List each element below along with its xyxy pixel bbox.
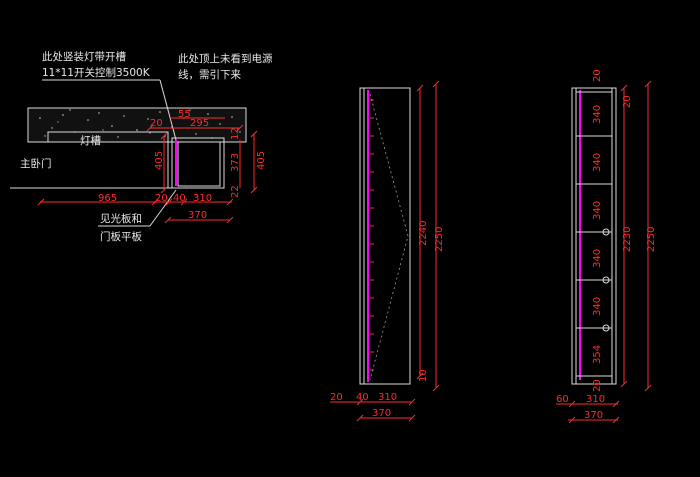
- side-dim-20: 20: [330, 392, 343, 403]
- front-dim-340-4: 340: [592, 249, 603, 268]
- plan-dim-ticks: [37, 124, 258, 224]
- front-dim-20-bot: 20: [592, 379, 603, 392]
- dim-2240: 2240: [418, 221, 429, 246]
- front-dim-20b: 20: [622, 95, 633, 108]
- front-dim-340-3: 340: [592, 201, 603, 220]
- side-dim-ticks: [356, 80, 440, 422]
- side-tick-marks: [370, 99, 374, 371]
- cabinet-plan-inner: [177, 141, 221, 187]
- front-dim-ticks: [568, 80, 652, 424]
- dim-20b: 20: [155, 193, 168, 204]
- dim-965: 965: [98, 193, 117, 204]
- dim-295: 295: [190, 118, 209, 129]
- door-swing-line: [369, 93, 409, 381]
- front-dim-370: 370: [584, 410, 603, 421]
- master-door-label: 主卧门: [20, 157, 52, 170]
- plan-view: 灯槽 主卧门 此处竖装灯带开槽 11*11开关控制3500K 此处顶上未看到电源…: [10, 50, 273, 243]
- dim-40: 40: [173, 193, 186, 204]
- dim-405b: 405: [256, 151, 267, 170]
- front-dim-354: 354: [592, 345, 603, 364]
- side-dim-40: 40: [356, 392, 369, 403]
- front-dim-60: 60: [556, 394, 569, 405]
- front-dim-340-2: 340: [592, 153, 603, 172]
- side-dim-310: 310: [378, 392, 397, 403]
- switch-note: 11*11开关控制3500K: [42, 66, 151, 79]
- shelf-pin-circles: [602, 228, 610, 332]
- vertical-strip-note: 此处竖装灯带开槽: [42, 50, 126, 63]
- dim-20: 20: [150, 118, 163, 129]
- dim-12: 12: [230, 127, 241, 140]
- lamp-slot-label: 灯槽: [80, 135, 101, 147]
- dim-310: 310: [193, 193, 212, 204]
- front-cabinet-outline: [571, 87, 617, 385]
- dim-370: 370: [188, 210, 207, 221]
- dim-55: 55: [178, 109, 191, 120]
- front-dim-2230: 2230: [622, 227, 633, 252]
- power-note-2: 线，需引下来: [178, 68, 241, 81]
- front-dim-310: 310: [586, 394, 605, 405]
- lamp-slot-outline: [47, 131, 169, 142]
- front-dim-2250: 2250: [646, 227, 657, 252]
- front-dim-340-5: 340: [592, 297, 603, 316]
- cabinet-plan: [171, 137, 225, 189]
- front-dim-340-1: 340: [592, 105, 603, 124]
- dim-2250: 2250: [434, 227, 445, 252]
- note-leader: [159, 79, 177, 141]
- shelf-lines: [576, 91, 612, 377]
- side-dim-370: 370: [372, 408, 391, 419]
- front-elevation: 20 340 340 340 340 340 354 20 20 2230 22…: [556, 69, 657, 424]
- visible-panel-note-2: 门板平板: [100, 230, 142, 243]
- front-dim-20-top: 20: [592, 69, 603, 82]
- panel-note-leader: [149, 189, 177, 227]
- dim-405a: 405: [154, 151, 165, 170]
- power-note-1: 此处顶上未看到电源: [178, 52, 273, 65]
- side-elevation: 2240 2250 10 20 40 310 370: [330, 80, 445, 422]
- dim-10: 10: [418, 369, 429, 382]
- dim-373: 373: [230, 153, 241, 172]
- lamp-slot-slab: [27, 107, 247, 143]
- visible-panel-note-1: 见光板和: [100, 212, 142, 225]
- side-cabinet-outline: [359, 87, 411, 385]
- dim-22: 22: [230, 185, 241, 198]
